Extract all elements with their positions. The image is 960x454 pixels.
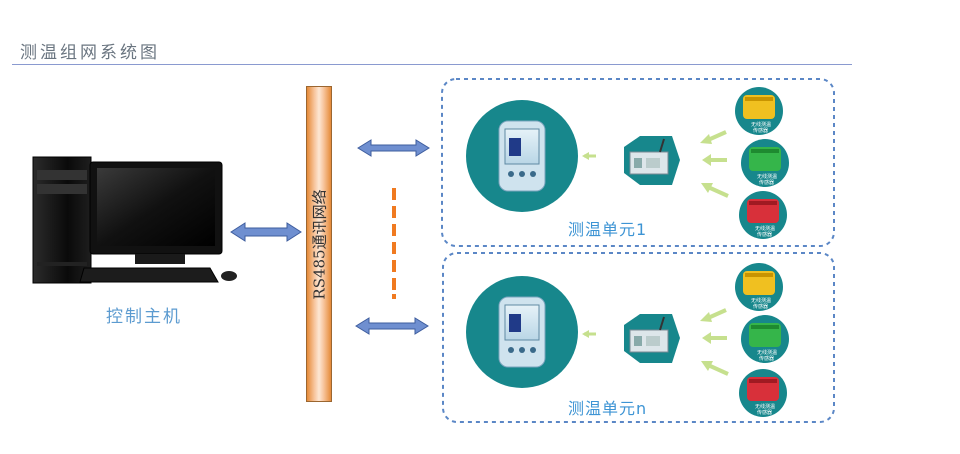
diagram-title: 测温组网系统图 <box>20 43 160 63</box>
ellipsis-dots <box>392 188 396 299</box>
sensor-caption: 无线测温 <box>757 173 777 180</box>
sensor-caption: 无线测温 <box>757 349 777 356</box>
sensor-caption: 传感器 <box>757 409 772 416</box>
unit-1-border <box>441 78 835 247</box>
title-divider <box>12 64 852 65</box>
sensor-caption: 传感器 <box>753 127 768 134</box>
sensor-caption: 无线测温 <box>755 403 775 410</box>
pc-keyboard <box>79 267 219 283</box>
sensor-caption: 无线测温 <box>755 225 775 232</box>
host-bus-arrow <box>230 222 302 242</box>
rs485-bus-label: RS485通讯网络 <box>310 188 329 300</box>
unit-1-label: 测温单元1 <box>568 220 648 239</box>
host-label: 控制主机 <box>106 307 182 327</box>
bus-unitn-arrow <box>355 317 429 335</box>
rs485-bus <box>306 86 332 402</box>
rs485-bus-label-wrap: RS485通讯网络 <box>306 86 332 402</box>
sensor-caption: 无线测温 <box>751 121 771 128</box>
unit-n-group <box>442 252 835 423</box>
unit-n-border <box>442 252 835 423</box>
sensor-caption: 传感器 <box>759 179 774 186</box>
sensor-caption: 无线测温 <box>751 297 771 304</box>
bus-unit1-arrow <box>357 139 430 157</box>
sensor-caption: 传感器 <box>753 303 768 310</box>
sensor-caption: 传感器 <box>757 231 772 238</box>
pc-mouse <box>221 271 237 281</box>
unit-n-label: 测温单元n <box>568 399 648 418</box>
sensor-caption: 传感器 <box>759 355 774 362</box>
computer-host <box>32 156 237 284</box>
unit-1-group <box>441 78 835 247</box>
